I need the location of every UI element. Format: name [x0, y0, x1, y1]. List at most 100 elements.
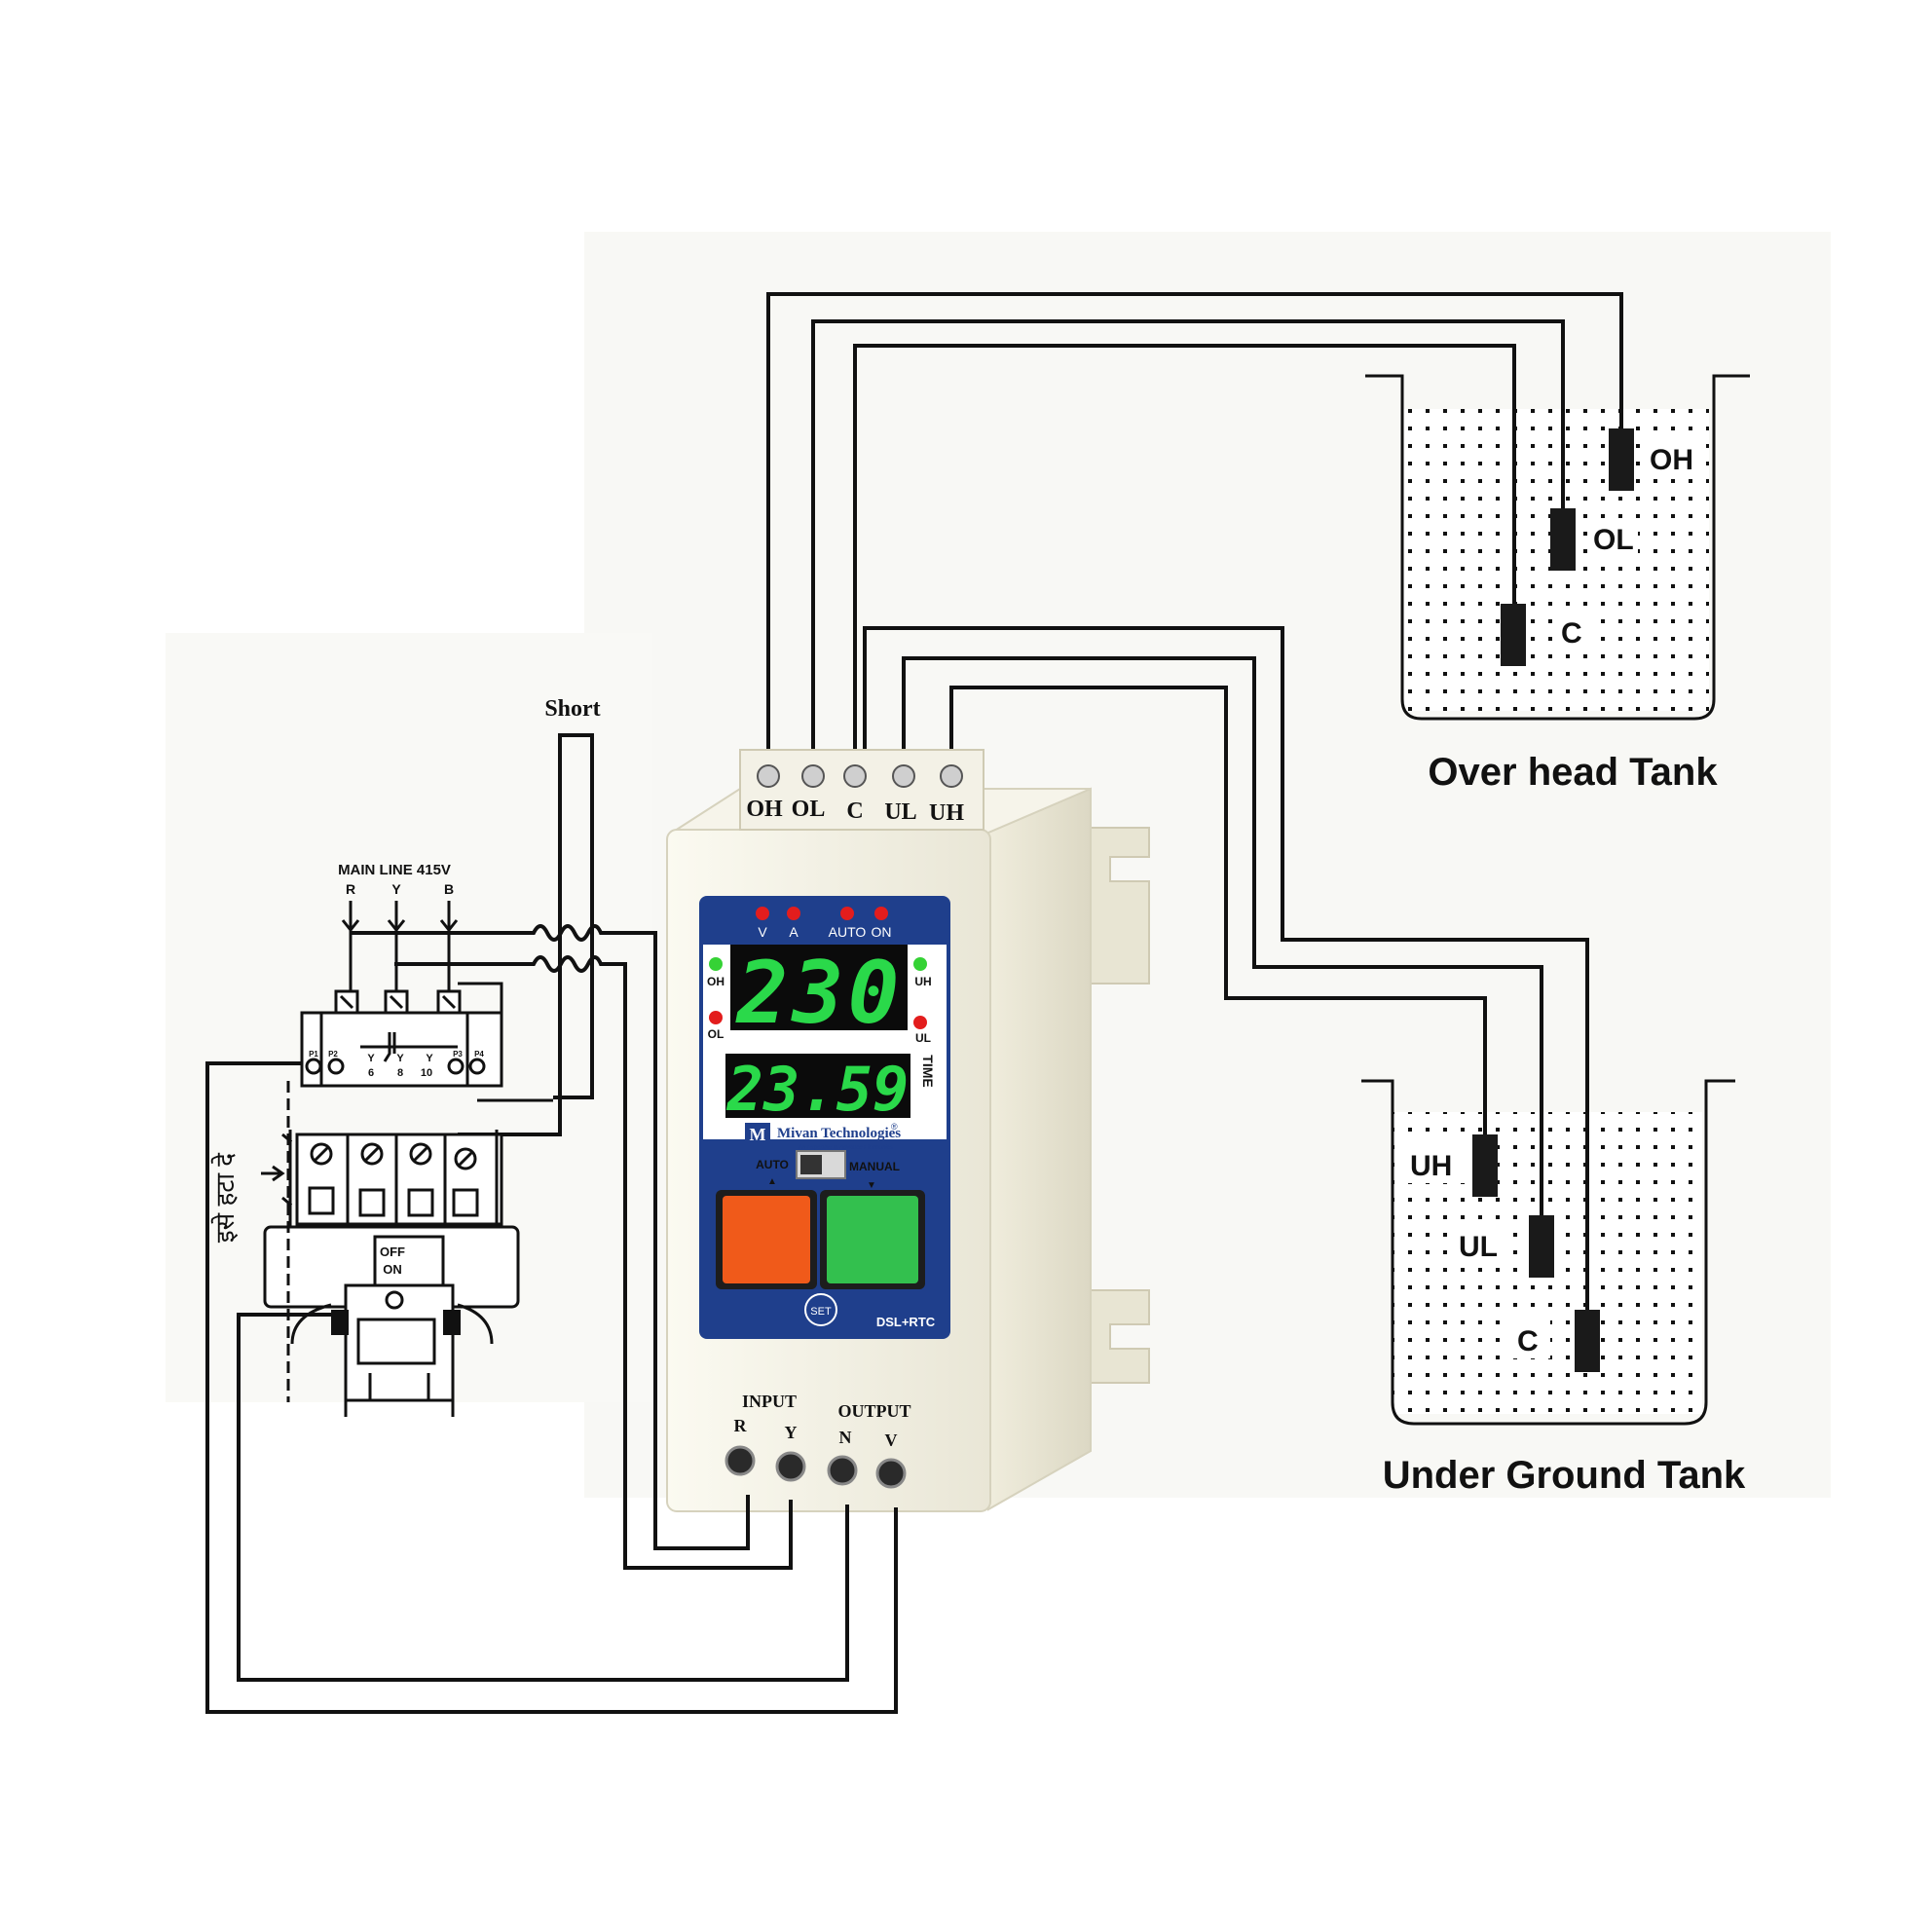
manual-label: MANUAL [849, 1160, 900, 1173]
overload-dials [308, 1142, 479, 1217]
led-a-label: A [789, 924, 799, 940]
output-v-label: V [885, 1430, 898, 1450]
set-button-label: SET [810, 1306, 832, 1318]
svg-text:M: M [750, 1125, 766, 1144]
terminal-label-ol: OL [792, 797, 826, 822]
off-on-switch[interactable] [373, 1235, 445, 1287]
wire-oh [766, 292, 1623, 760]
led-oh [709, 957, 723, 971]
overhead-probe-c [1501, 604, 1526, 666]
underground-probe-uh-label: UH [1410, 1150, 1452, 1182]
output-v-terminal[interactable] [875, 1458, 907, 1489]
terminal-screw-ol[interactable] [801, 764, 825, 788]
switch-knob[interactable] [800, 1155, 822, 1174]
output-n-terminal[interactable] [827, 1455, 858, 1486]
wire-ol [811, 319, 1565, 760]
starter-terminal-8: 8 [397, 1067, 403, 1079]
contactor-screw-icon [385, 1290, 404, 1310]
contactor-coil-right [443, 1310, 461, 1335]
off-label: OFF [380, 1245, 405, 1259]
input-y-label: Y [785, 1423, 798, 1442]
mount-tab-bottom [1075, 1289, 1150, 1384]
led-auto [840, 907, 854, 920]
power-wires: Short [205, 696, 898, 1714]
terminal-block [739, 749, 985, 831]
set-button[interactable] [804, 1293, 837, 1326]
on-label: ON [383, 1262, 402, 1277]
underground-probe-ul-label: UL [1459, 1231, 1498, 1263]
auto-arrow-icon: ▲ [767, 1176, 777, 1187]
voltage-readout: 230 [735, 943, 904, 1043]
overhead-tank-wires [766, 292, 1623, 760]
terminal-screw-c[interactable] [843, 764, 867, 788]
output-n-label: N [839, 1428, 852, 1447]
starter-aux-p1: P1 [309, 1050, 318, 1059]
overload-dial-3 [409, 1142, 432, 1166]
overhead-probe-oh [1609, 428, 1634, 491]
terminal-screws [757, 764, 963, 788]
hindi-note: इसे हटा दे [210, 1152, 240, 1243]
overload-dial-2 [360, 1142, 384, 1166]
auto-label: AUTO [756, 1158, 789, 1171]
housing-side [987, 787, 1092, 1511]
input-label: INPUT [742, 1392, 797, 1411]
input-y-terminal[interactable] [775, 1451, 806, 1482]
wire-c-underground [863, 626, 1589, 1310]
short-link-wire [458, 733, 594, 1136]
starter-top-bracket [458, 982, 503, 1081]
led-ul-label: UL [915, 1031, 931, 1045]
input-r-terminal[interactable] [724, 1445, 756, 1476]
contactor-window [356, 1318, 436, 1365]
wire-ul [902, 656, 1543, 1215]
starter-aux-p3: P3 [453, 1050, 463, 1059]
terminal-label-ul: UL [884, 799, 916, 825]
terminal-screw-oh[interactable] [757, 764, 780, 788]
contactor-body [344, 1283, 455, 1402]
manual-arrow-icon: ▼ [867, 1180, 876, 1191]
led-v-label: V [758, 924, 767, 940]
starter-terminal-6: 6 [368, 1067, 374, 1079]
terminal-screw-ul[interactable] [892, 764, 915, 788]
brand-tagline: An Expertise In Advance Electronics [798, 1145, 893, 1151]
stop-button[interactable] [723, 1196, 810, 1283]
start-button[interactable] [827, 1196, 918, 1283]
model-label: DSL+RTC [876, 1315, 936, 1329]
terminal-label-uh: UH [929, 800, 964, 826]
led-on [874, 907, 888, 920]
voltage-display [730, 945, 908, 1030]
time-readout: 23.59 [726, 1054, 910, 1125]
led-on-label: ON [872, 924, 892, 940]
led-uh-label: UH [914, 975, 931, 988]
terminal-screw-uh[interactable] [940, 764, 963, 788]
overhead-probe-c-label: C [1561, 617, 1582, 650]
wire-uh [949, 686, 1487, 1134]
underground-probe-ul [1529, 1215, 1554, 1278]
main-line-label: MAIN LINE 415V [338, 862, 451, 878]
starter-terminal-tag-1: Y [367, 1053, 375, 1064]
overhead-probe-ol [1550, 508, 1576, 571]
mount-tab-top [1075, 827, 1150, 985]
led-ol [709, 1011, 723, 1024]
wire-output-v [205, 1061, 898, 1714]
terminal-label-oh: OH [746, 797, 783, 822]
wire-input-r [351, 924, 750, 1550]
input-r-label: R [734, 1416, 748, 1435]
starter-aux-p4: P4 [474, 1050, 484, 1059]
overhead-tank: OH OL C Over head Tank [1365, 374, 1750, 794]
underground-probe-c-label: C [1517, 1325, 1539, 1357]
led-a [787, 907, 800, 920]
dol-starter: MAIN LINE 415V R Y B Y Y Y 6 8 10 P1 P2 … [210, 862, 520, 1417]
led-auto-label: AUTO [829, 924, 867, 940]
phase-arrows-icon [341, 919, 459, 933]
led-oh-label: OH [707, 975, 724, 988]
starter-aux-p2: P2 [328, 1050, 338, 1059]
phase-lines [349, 901, 451, 993]
contactor-coil-left [331, 1310, 349, 1335]
brand-registered-mark: ® [891, 1122, 898, 1132]
brand-name: Mivan Technologies [777, 1126, 901, 1141]
underground-probe-uh [1472, 1134, 1498, 1197]
starter-strip-dividers [319, 1013, 469, 1086]
overhead-probe-ol-label: OL [1593, 524, 1634, 556]
led-ul [913, 1016, 927, 1029]
